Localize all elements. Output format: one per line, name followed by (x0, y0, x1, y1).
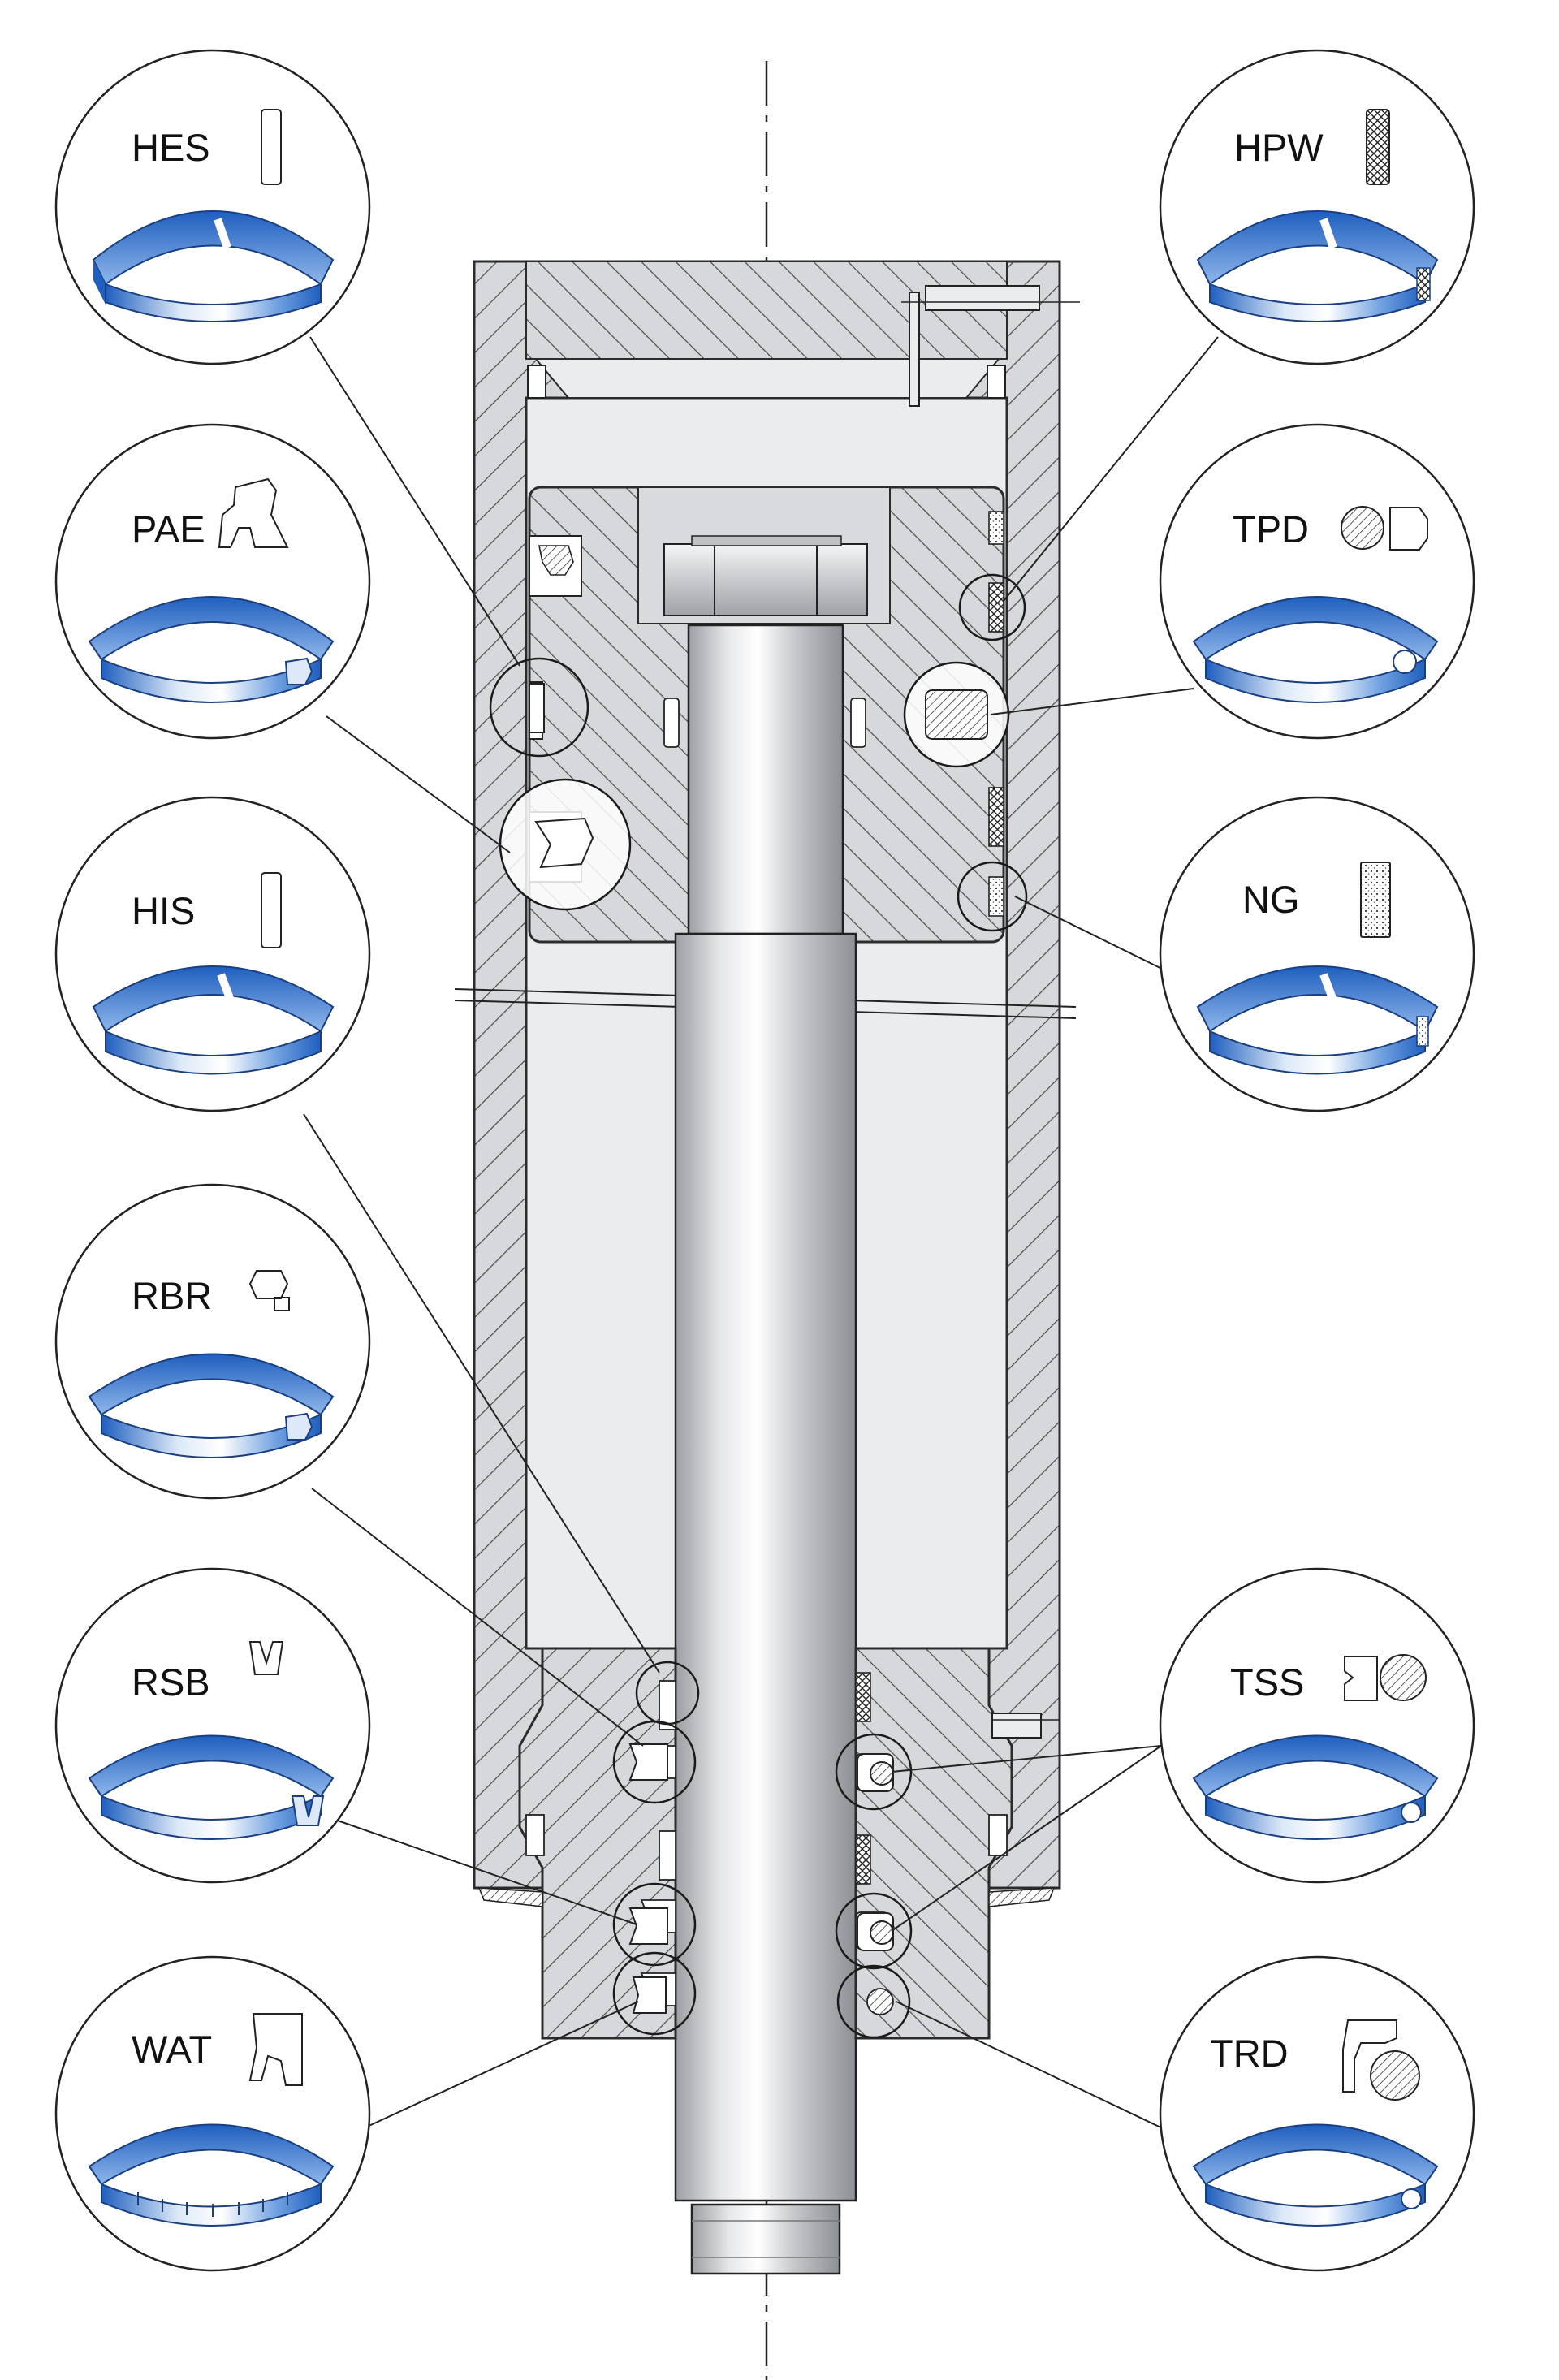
ring-icon (1196, 965, 1439, 1075)
profile-step-seal-icon (1344, 1656, 1378, 1701)
callout-tss: TSS (1159, 1567, 1475, 1884)
ring-icon (92, 210, 335, 322)
profile-step-seal-icon (1389, 507, 1428, 551)
callout-pae-label: PAE (132, 508, 205, 551)
callout-pae: PAE (54, 423, 371, 740)
callout-wat: WAT (54, 1955, 371, 2272)
callout-trd-label: TRD (1210, 2032, 1289, 2075)
callout-his-label: HIS (132, 889, 195, 932)
callout-rsb: RSB (54, 1567, 371, 1884)
ring-icon (88, 2123, 335, 2227)
ring-icon (1192, 2123, 1439, 2227)
profile-u-seal-icon (248, 1270, 290, 1311)
ring-icon (92, 965, 335, 1075)
callout-hpw-label: HPW (1234, 126, 1324, 169)
profile-o-ring-icon (1380, 1654, 1427, 1701)
ring-icon (88, 1734, 335, 1840)
profile-dotted-band-icon (1360, 862, 1391, 938)
callout-tpd-label: TPD (1233, 508, 1309, 551)
profile-rectangle-icon (261, 109, 282, 185)
callout-rbr-label: RBR (132, 1274, 212, 1317)
profile-wiper-icon (248, 2013, 303, 2086)
callout-ng-label: NG (1242, 878, 1300, 921)
profile-crosshatched-icon (1366, 109, 1390, 185)
piston-rod (674, 624, 857, 2275)
profile-u-seal-icon (218, 477, 289, 548)
profile-o-ring-icon (1370, 2050, 1420, 2101)
ring-icon (88, 1353, 335, 1458)
profile-rod-seal-icon (1342, 2019, 1397, 2093)
detail-markers (489, 573, 1028, 2039)
callout-hes: HES (54, 49, 371, 365)
ring-icon (1192, 1734, 1439, 1840)
callout-rsb-label: RSB (132, 1661, 210, 1704)
callout-wat-label: WAT (132, 2028, 212, 2071)
ring-icon (88, 596, 335, 703)
ring-icon (1192, 596, 1439, 703)
callout-rbr: RBR (54, 1183, 371, 1500)
callout-tpd: TPD (1159, 423, 1475, 740)
callout-hes-label: HES (132, 126, 210, 169)
profile-o-ring-icon (1341, 506, 1384, 550)
profile-rectangle-icon (261, 872, 282, 948)
profile-u-seal-icon (248, 1641, 284, 1675)
ring-icon (1196, 210, 1439, 322)
marker-inner-details (529, 683, 988, 2014)
callout-hpw: HPW (1159, 49, 1475, 365)
callout-trd: TRD (1159, 1955, 1475, 2272)
leader-lines (303, 336, 1219, 2132)
callout-ng: NG (1159, 796, 1475, 1112)
callout-his: HIS (54, 796, 371, 1112)
callout-tss-label: TSS (1230, 1661, 1304, 1704)
